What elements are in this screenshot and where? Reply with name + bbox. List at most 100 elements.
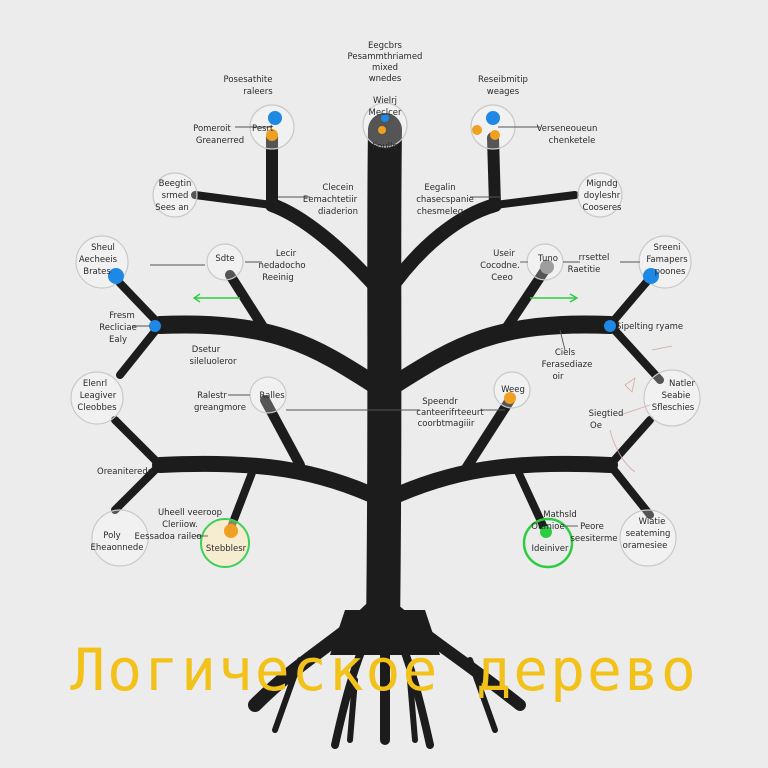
label-left-5-2: sileluoleror: [190, 357, 237, 367]
label-top-left-2: raleers: [243, 87, 273, 97]
label-left-side-mid: Pesrt: [252, 124, 274, 134]
label-circle-top-center-3: Foulle: [372, 142, 397, 152]
label-circle-center-right-6: Weeg: [501, 385, 525, 395]
label-circle-inner-right: Tuno: [537, 254, 558, 264]
label-inner-right-right-1: rrsettel: [579, 253, 610, 263]
label-center-right-6-1: Speendr: [422, 397, 458, 407]
label-top-center-4: wnedes: [369, 74, 402, 84]
node-circle-inner-left[interactable]: [206, 243, 244, 281]
node-circle-left-9b[interactable]: [200, 518, 250, 568]
label-circle-right-6-3: Sfleschies: [652, 403, 695, 413]
dot-blue-left-3: [108, 268, 124, 284]
dot-blue-top-left: [268, 111, 282, 125]
node-circle-left-9[interactable]: [91, 509, 149, 567]
label-right-5-1: Ciels: [555, 348, 576, 358]
label-left-side-1-1: Pomeroit: [193, 124, 231, 134]
label-circle-right-2-1: Migndg: [586, 179, 617, 189]
label-right-9-1: Mathsld: [543, 510, 576, 520]
label-center-left-6-1: Ralestr: [197, 391, 227, 401]
dot-blue-top-center: [381, 114, 389, 122]
dot-blue-right-3: [643, 268, 659, 284]
label-left-5-1: Dsetur: [192, 345, 221, 355]
label-center-left-6-2: greangmore: [194, 403, 246, 413]
node-circle-left-6[interactable]: [70, 371, 124, 425]
dot-orange-top-left: [266, 129, 278, 141]
label-circle-left-6-1: Elenrl: [83, 379, 107, 389]
dot-orange-top-right-2: [490, 130, 500, 140]
leader-lines: [132, 126, 640, 537]
node-circle-right-2[interactable]: [577, 172, 623, 218]
label-right-5-3: oir: [552, 372, 564, 382]
node-circle-right-9[interactable]: [522, 517, 574, 569]
label-inner-right-left-1: Useir: [493, 249, 515, 259]
label-inner-right-right-2: Raetitie: [568, 265, 601, 275]
label-circle-left-2-3: Sees an: [155, 203, 189, 213]
label-circle-right-9b-2: seateming: [626, 529, 671, 539]
label-circle-left-3-3: Brates: [83, 267, 111, 277]
label-inner-left-2: nedadocho: [258, 261, 305, 271]
label-mid-left-1: Clecein: [322, 183, 353, 193]
label-left-8: Oreaniteredo: [97, 467, 153, 477]
label-circle-left-9b: Stebblesr: [206, 544, 247, 554]
node-circles: [70, 102, 701, 569]
dot-blue-right-4: [604, 320, 616, 332]
label-circle-right-9b-3: oramesiee: [623, 541, 668, 551]
label-center-right-6-2: canteerifrteeurt: [416, 408, 484, 418]
node-circle-center-right-6[interactable]: [493, 371, 531, 409]
label-circle-top-center-2: Meclcer: [369, 108, 403, 118]
label-right-9-2: Oltmioe: [531, 522, 564, 532]
dot-green-right-9: [540, 526, 552, 538]
label-mid-right-1: Eegalin: [424, 183, 455, 193]
label-circle-right-3-2: Famapers: [646, 255, 688, 265]
label-mid-left-3: diaderion: [318, 207, 358, 217]
label-left-4-1: Fresm: [109, 311, 135, 321]
label-circle-right-6-1: Natler: [669, 379, 695, 389]
banner-title: Логическое дерево: [70, 636, 698, 704]
label-right-side-1-2: chenketele: [549, 136, 596, 146]
label-mid-left-2: Eemachtetiir: [303, 195, 358, 205]
dot-blue-top-right: [486, 111, 500, 125]
label-inner-right-left-3: Ceeo: [491, 273, 513, 283]
label-circle-left-9-2: Eheaonnede: [90, 543, 143, 553]
tree-trunk-base: [330, 610, 440, 655]
label-inner-left-1: Lecir: [276, 249, 297, 259]
label-top-center-3: mixed: [372, 63, 398, 73]
label-right-9b-1: Peore: [580, 522, 604, 532]
label-circle-right-3-1: Sreeni: [654, 243, 681, 253]
label-circle-left-9-1: Poly: [103, 531, 120, 541]
label-left-4-2: Recliciae: [99, 323, 137, 333]
label-circle-left-2-1: Beegtin: [159, 179, 192, 189]
node-dots: [108, 111, 659, 538]
label-mid-right-3: chesmeleg: [417, 207, 463, 217]
label-circle-top-center-1: Wielrj: [373, 96, 397, 106]
label-right-5-2: Ferasediaze: [542, 360, 593, 370]
node-circle-left-2[interactable]: [152, 172, 198, 218]
label-circle-right-2-3: Cooseres: [583, 203, 623, 213]
label-circle-right-3-3: poones: [655, 267, 686, 277]
label-circle-left-2-2: srmed: [162, 191, 189, 201]
label-circle-right-2-2: doyleshr: [584, 191, 621, 201]
node-circle-right-9b[interactable]: [619, 509, 677, 567]
label-circle-right-9b-1: Wiatie: [639, 517, 666, 527]
node-circle-top-center[interactable]: [362, 102, 408, 148]
node-circle-right-6[interactable]: [643, 369, 701, 427]
dot-orange-top-right: [472, 125, 482, 135]
